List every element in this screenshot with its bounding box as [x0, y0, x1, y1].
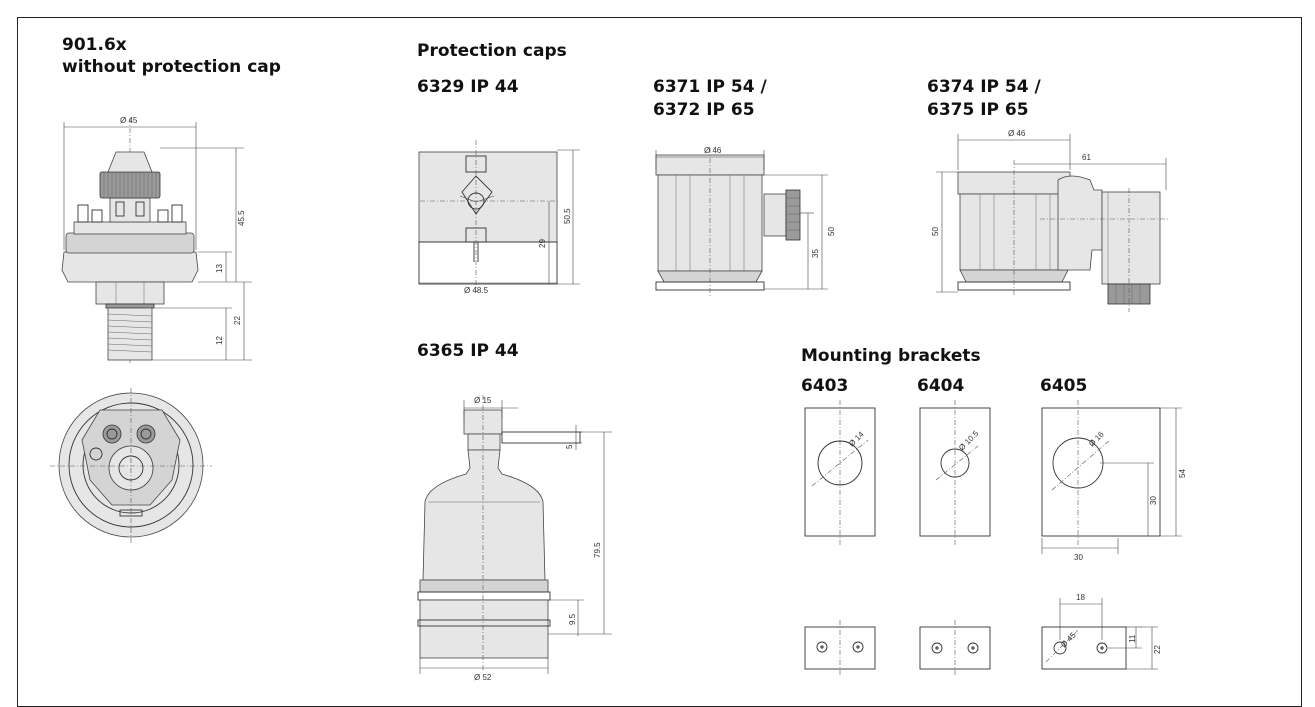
dimension-label: Ø 14	[847, 429, 866, 448]
dimension-label: Ø 46	[1008, 129, 1026, 138]
main-switch-side-view: Ø 45 45.5 13 22 12	[61, 116, 252, 365]
dimension-label: Ø 52	[474, 673, 492, 682]
heading-main-line2: without protection cap	[62, 57, 281, 77]
dimension-label: 22	[1153, 645, 1162, 654]
dimension-label: 50.5	[563, 208, 572, 224]
dimension-label: 45.5	[237, 210, 246, 226]
dimension-label: 50	[827, 227, 836, 236]
dimension-label: 5	[565, 444, 574, 449]
bracket-6403-drawing: Ø 14	[804, 400, 876, 676]
cap-6365-drawing: Ø 15 5 79.5 9.5 Ø 52	[417, 395, 612, 682]
heading-cap-6371-line1: 6371 IP 54 /	[653, 77, 767, 97]
bracket-6404-drawing: Ø 10.5	[919, 400, 991, 676]
dimension-label: Ø 45	[120, 116, 138, 125]
dimension-label: Ø 46	[704, 146, 722, 155]
dimension-label: 18	[1076, 593, 1085, 602]
heading-cap-6371-line2: 6372 IP 65	[653, 100, 755, 120]
main-switch-top-view	[50, 388, 212, 545]
dimension-label: 61	[1082, 153, 1091, 162]
dimension-label: Ø 10.5	[957, 429, 981, 453]
dimension-label: 11	[1128, 634, 1137, 643]
dimension-label: 29	[538, 239, 547, 248]
dimension-label: 30	[1149, 496, 1158, 505]
dimension-label: 13	[215, 264, 224, 273]
dimension-label: 22	[233, 316, 242, 325]
dimension-label: 30	[1074, 553, 1083, 562]
dimension-label: 9.5	[568, 613, 577, 625]
heading-bracket-6405: 6405	[1040, 376, 1088, 396]
dimension-label: 35	[811, 249, 820, 258]
dimension-label: Ø 15	[474, 396, 492, 405]
cap-6371-drawing: Ø 46 50 35	[655, 146, 836, 296]
dimension-label: Ø 48.5	[464, 286, 489, 295]
heading-cap-6365: 6365 IP 44	[417, 341, 519, 361]
heading-bracket-6403: 6403	[801, 376, 849, 396]
heading-mounting-brackets: Mounting brackets	[801, 346, 981, 366]
dimension-label: Ø 45	[1059, 630, 1078, 649]
heading-cap-6374-line1: 6374 IP 54 /	[927, 77, 1041, 97]
bracket-6405-drawing: Ø 16 30 54 30 Ø 45 18 11 22	[1041, 400, 1187, 670]
dimension-label: 54	[1178, 469, 1187, 478]
cap-6374-drawing: Ø 46 61 50	[931, 129, 1170, 312]
heading-protection-caps: Protection caps	[417, 41, 567, 61]
dimension-label: 12	[215, 336, 224, 345]
cap-6329-drawing: Ø 48.5 50.5 29	[418, 140, 580, 295]
dimension-label: 50	[931, 227, 940, 236]
heading-bracket-6404: 6404	[917, 376, 965, 396]
heading-cap-6329: 6329 IP 44	[417, 77, 519, 97]
heading-main-line1: 901.6x	[62, 35, 127, 55]
heading-cap-6374-line2: 6375 IP 65	[927, 100, 1029, 120]
dimension-label: 79.5	[593, 542, 602, 558]
